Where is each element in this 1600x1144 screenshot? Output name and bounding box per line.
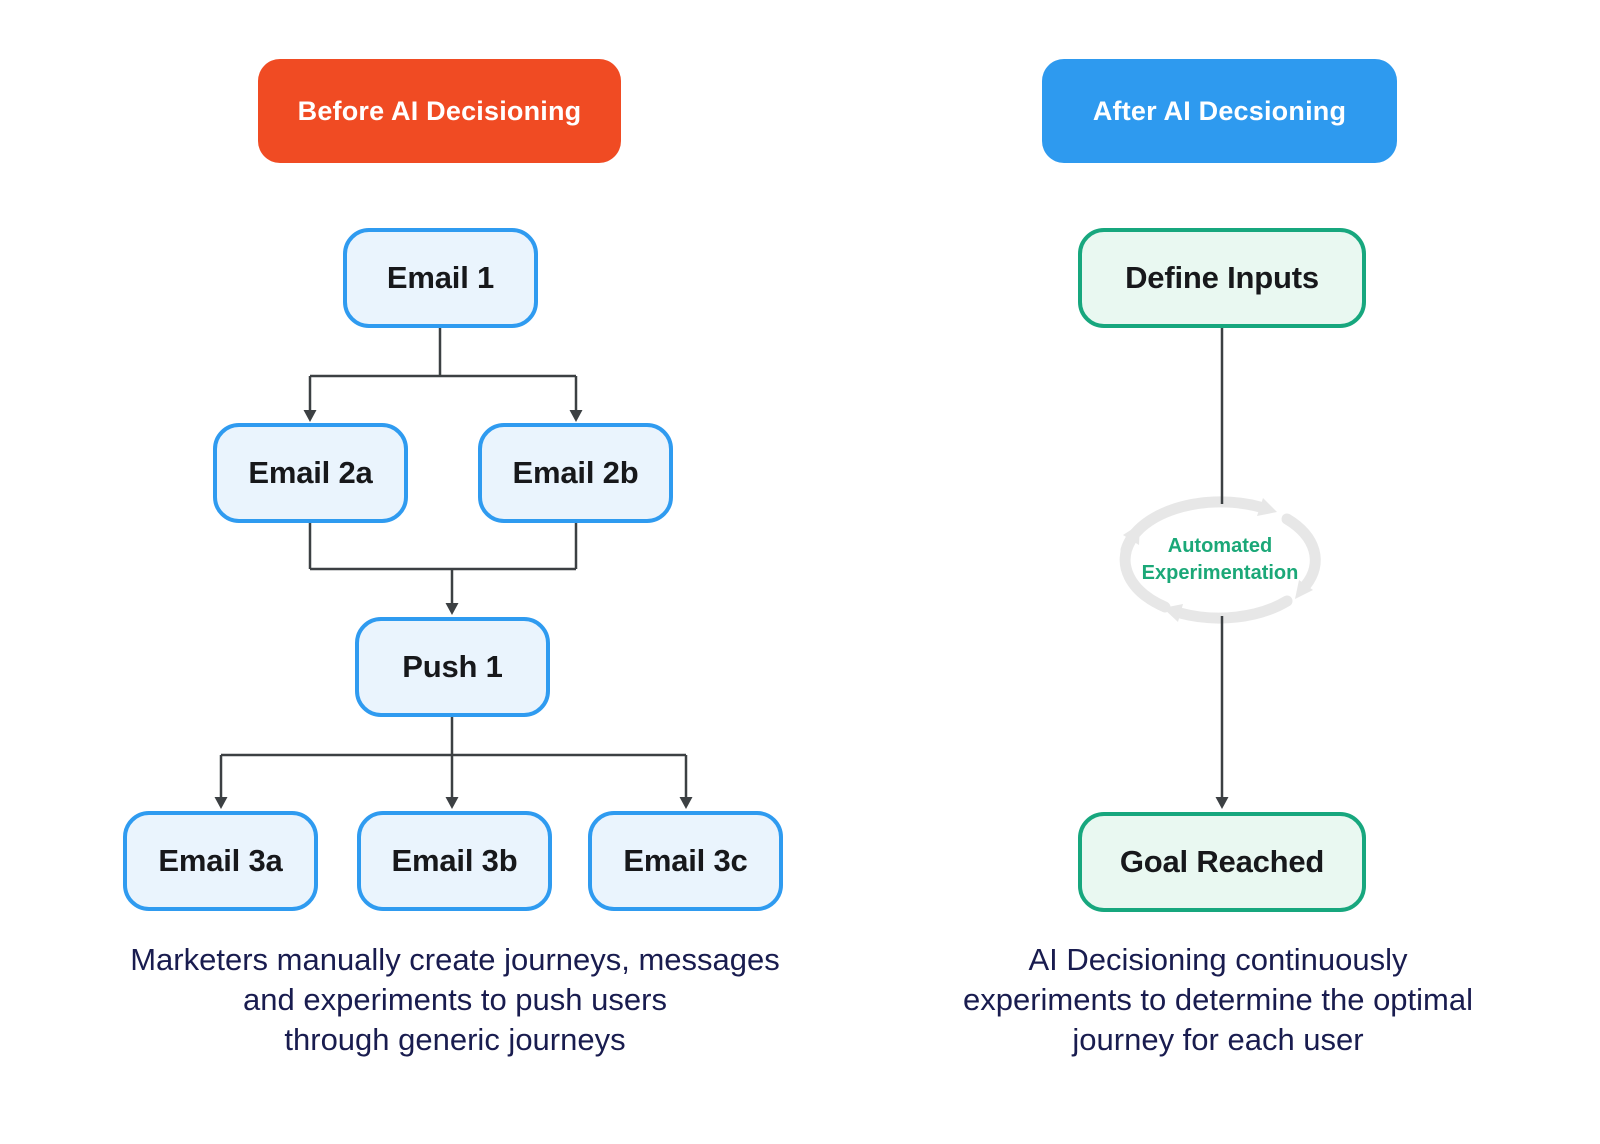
loop-label-line1: Automated bbox=[1167, 535, 1273, 557]
node-push1: Push 1 bbox=[355, 617, 550, 717]
arrowhead-email2a bbox=[303, 410, 317, 422]
before-ai-header-pill: Before AI Decisioning bbox=[258, 59, 621, 163]
left-caption-line1: Marketers manually create journeys, mess… bbox=[130, 942, 780, 977]
node-email3a: Email 3a bbox=[123, 811, 318, 911]
right-caption-line2: experiments to determine the optimal bbox=[962, 982, 1474, 1017]
before-ai-header-label: Before AI Decisioning bbox=[297, 95, 582, 126]
node-define-inputs: Define Inputs bbox=[1078, 228, 1366, 328]
left-caption-line3: through generic journeys bbox=[284, 1022, 626, 1057]
right-caption-line3: journey for each user bbox=[1072, 1022, 1364, 1057]
after-ai-header-pill: After AI Decsioning bbox=[1042, 59, 1397, 163]
node-email3a-label: Email 3a bbox=[158, 843, 283, 878]
node-email2b-label: Email 2b bbox=[512, 455, 639, 490]
node-email2b: Email 2b bbox=[478, 423, 673, 523]
arrowhead-push1 bbox=[445, 603, 459, 615]
right-caption: AI Decisioning continuously experiments … bbox=[893, 940, 1543, 1060]
node-define-inputs-label: Define Inputs bbox=[1125, 260, 1319, 295]
node-email2a-label: Email 2a bbox=[248, 455, 373, 490]
node-email3c-label: Email 3c bbox=[623, 843, 748, 878]
node-email1: Email 1 bbox=[343, 228, 538, 328]
left-caption: Marketers manually create journeys, mess… bbox=[70, 940, 840, 1060]
after-ai-header-label: After AI Decsioning bbox=[1092, 95, 1347, 126]
arrowhead-email2b bbox=[569, 410, 583, 422]
node-email2a: Email 2a bbox=[213, 423, 408, 523]
left-caption-line2: and experiments to push users bbox=[243, 982, 667, 1017]
node-email1-label: Email 1 bbox=[386, 260, 495, 295]
flow-lines bbox=[219, 326, 1224, 797]
node-email3c: Email 3c bbox=[588, 811, 783, 911]
node-goal-reached: Goal Reached bbox=[1078, 812, 1366, 912]
arrowhead-email3a bbox=[214, 797, 228, 809]
loop-label-line2: Experimentation bbox=[1141, 562, 1299, 584]
node-email3b: Email 3b bbox=[357, 811, 552, 911]
automated-experimentation-label: Automated Experimentation bbox=[1090, 533, 1350, 587]
arrowhead-email3c bbox=[679, 797, 693, 809]
loop-arc-bottom bbox=[1174, 595, 1293, 624]
node-email3b-label: Email 3b bbox=[391, 843, 518, 878]
node-push1-label: Push 1 bbox=[402, 649, 503, 684]
right-caption-line1: AI Decisioning continuously bbox=[1028, 942, 1408, 977]
arrowhead-email3b bbox=[445, 797, 459, 809]
node-goal-reached-label: Goal Reached bbox=[1119, 844, 1325, 879]
arrowhead-goal bbox=[1215, 797, 1229, 809]
